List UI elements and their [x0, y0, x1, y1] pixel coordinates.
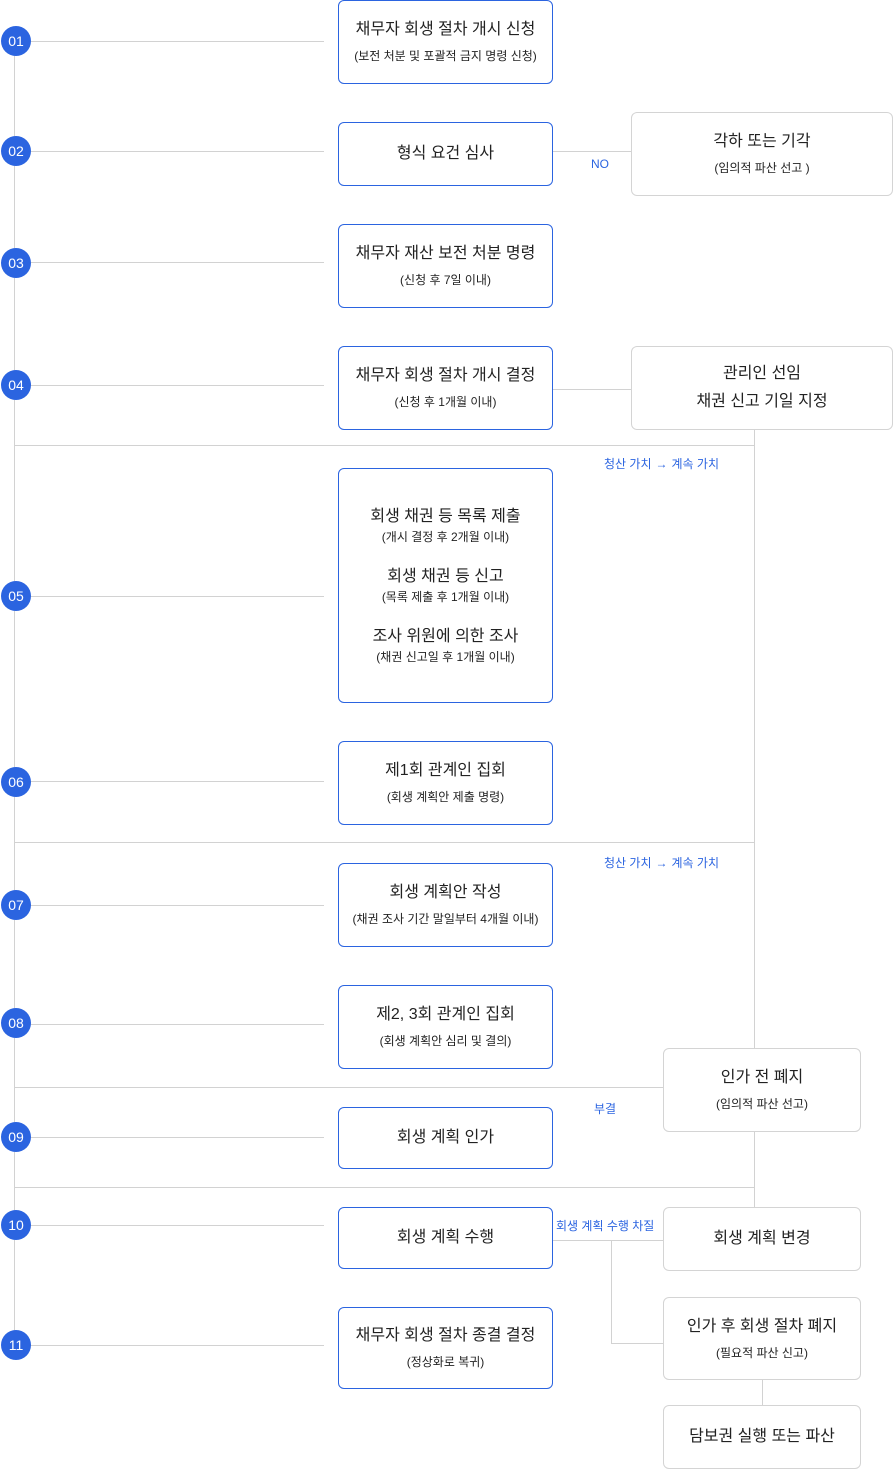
label-value-change-1: 청산 가치→계속 가치	[604, 455, 719, 472]
box-step-05: 회생 채권 등 목록 제출 (개시 결정 후 2개월 이내) 회생 채권 등 신…	[338, 468, 553, 703]
step-number-03: 03	[1, 248, 31, 278]
box-step-08-title: 제2, 3회 관계인 집회	[376, 1006, 515, 1023]
connector-09	[30, 1137, 324, 1138]
connector-04-admin	[552, 389, 631, 390]
connector-10-change	[552, 1240, 664, 1241]
box-step-07: 회생 계획안 작성 (채권 조사 기간 말일부터 4개월 이내)	[338, 863, 553, 947]
step-number-02: 02	[1, 136, 31, 166]
box-step-05-item-1: 회생 채권 등 목록 제출 (개시 결정 후 2개월 이내)	[370, 506, 520, 546]
connector-06	[30, 781, 324, 782]
connector-10-abort-vertical	[611, 1240, 612, 1344]
box-step-05-item-3: 조사 위원에 의한 조사 (채권 신고일 후 1개월 이내)	[373, 626, 519, 666]
box-abolish-before-approval: 인가 전 폐지 (임의적 파산 선고)	[663, 1048, 861, 1132]
connector-08	[30, 1024, 324, 1025]
label-value-change-1-to: 계속 가치	[671, 457, 720, 471]
step-number-08: 08	[1, 1008, 31, 1038]
arrow-right-icon: →	[655, 856, 668, 870]
separator-after-08	[14, 1087, 664, 1088]
box-step-01-subtitle: (보전 처분 및 포괄적 금지 명령 신청)	[354, 49, 537, 63]
box-step-10: 회생 계획 수행	[338, 1207, 553, 1269]
box-step-03-title: 채무자 재산 보전 처분 명령	[355, 245, 536, 262]
box-abolish-title: 인가 전 폐지	[720, 1069, 804, 1086]
box-abort-title: 인가 후 회생 절차 폐지	[686, 1317, 838, 1335]
label-plan-breach: 회생 계획 수행 차질	[556, 1219, 655, 1233]
label-value-change-2-to: 계속 가치	[671, 856, 720, 870]
box-step-05-item-3-subtitle: (채권 신고일 후 1개월 이내)	[376, 649, 515, 664]
step-number-06: 06	[1, 767, 31, 797]
step-number-05: 05	[1, 581, 31, 611]
box-step-09-title: 회생 계획 인가	[396, 1129, 495, 1146]
box-step-02-title: 형식 요건 심사	[396, 145, 495, 162]
box-step-02: 형식 요건 심사	[338, 122, 553, 186]
step-number-01: 01	[1, 26, 31, 56]
box-step-11-title: 채무자 회생 절차 종결 결정	[355, 1327, 536, 1344]
box-step-05-item-2-subtitle: (목록 제출 후 1개월 이내)	[381, 589, 510, 604]
connector-04	[30, 385, 324, 386]
connector-10-abort-horizontal	[611, 1343, 664, 1344]
box-step-11-subtitle: (정상화로 복귀)	[406, 1355, 485, 1369]
box-admin-line1: 관리인 선임	[722, 365, 802, 382]
label-no: NO	[591, 157, 609, 171]
box-bankruptcy-title: 담보권 실행 또는 파산	[689, 1428, 835, 1445]
step-number-11: 11	[1, 1330, 31, 1360]
box-abolish-subtitle: (임의적 파산 선고)	[716, 1097, 808, 1111]
box-step-03: 채무자 재산 보전 처분 명령 (신청 후 7일 이내)	[338, 224, 553, 308]
box-step-11: 채무자 회생 절차 종결 결정 (정상화로 복귀)	[338, 1307, 553, 1389]
step-number-09: 09	[1, 1122, 31, 1152]
connector-abort-bankrupt	[762, 1379, 763, 1406]
connector-10	[30, 1225, 324, 1226]
label-rejected: 부결	[594, 1102, 617, 1116]
box-reject: 각하 또는 기각 (임의적 파산 선고 )	[631, 112, 893, 196]
right-vertical-line	[754, 430, 755, 1207]
box-step-09: 회생 계획 인가	[338, 1107, 553, 1169]
box-step-07-subtitle: (채권 조사 기간 말일부터 4개월 이내)	[352, 912, 539, 926]
connector-02-reject	[552, 151, 631, 152]
box-step-05-item-2: 회생 채권 등 신고 (목록 제출 후 1개월 이내)	[382, 566, 509, 606]
box-step-03-subtitle: (신청 후 7일 이내)	[400, 273, 491, 287]
separator-after-04	[14, 445, 755, 446]
box-step-10-title: 회생 계획 수행	[396, 1229, 495, 1246]
box-plan-change-title: 회생 계획 변경	[713, 1230, 811, 1247]
label-value-change-2-from: 청산 가치	[604, 856, 652, 870]
connector-01	[30, 41, 324, 42]
box-step-05-item-1-title: 회생 채권 등 목록 제출	[370, 507, 521, 525]
box-plan-change: 회생 계획 변경	[663, 1207, 861, 1271]
box-step-05-item-2-title: 회생 채권 등 신고	[387, 567, 504, 585]
box-admin-line2: 채권 신고 기일 지정	[696, 393, 828, 410]
box-step-08-subtitle: (회생 계획안 심리 및 결의)	[379, 1034, 512, 1048]
connector-05	[30, 596, 324, 597]
connector-02	[30, 151, 324, 152]
box-admin-appointment: 관리인 선임 채권 신고 기일 지정	[631, 346, 893, 430]
label-value-change-2: 청산 가치→계속 가치	[604, 854, 719, 871]
box-step-06-subtitle: (회생 계획안 제출 명령)	[386, 790, 505, 804]
step-number-10: 10	[1, 1210, 31, 1240]
box-step-05-item-1-subtitle: (개시 결정 후 2개월 이내)	[381, 529, 510, 544]
box-step-04-title: 채무자 회생 절차 개시 결정	[355, 367, 536, 384]
box-step-01: 채무자 회생 절차 개시 신청 (보전 처분 및 포괄적 금지 명령 신청)	[338, 0, 553, 84]
box-step-04-subtitle: (신청 후 1개월 이내)	[394, 395, 497, 409]
separator-after-09	[14, 1187, 755, 1188]
box-step-06: 제1회 관계인 집회 (회생 계획안 제출 명령)	[338, 741, 553, 825]
connector-07	[30, 905, 324, 906]
box-abort-after-approval: 인가 후 회생 절차 폐지 (필요적 파산 신고)	[663, 1297, 861, 1380]
left-timeline	[14, 40, 15, 1346]
box-abort-subtitle: (필요적 파산 신고)	[716, 1345, 808, 1360]
box-step-08: 제2, 3회 관계인 집회 (회생 계획안 심리 및 결의)	[338, 985, 553, 1069]
step-number-04: 04	[1, 370, 31, 400]
box-bankruptcy: 담보권 실행 또는 파산	[663, 1405, 861, 1469]
box-step-05-item-3-title: 조사 위원에 의한 조사	[372, 627, 519, 645]
connector-11	[30, 1345, 324, 1346]
box-step-01-title: 채무자 회생 절차 개시 신청	[355, 21, 536, 38]
connector-03	[30, 262, 324, 263]
box-step-06-title: 제1회 관계인 집회	[385, 762, 506, 779]
step-number-07: 07	[1, 890, 31, 920]
separator-after-06	[14, 842, 755, 843]
box-step-04: 채무자 회생 절차 개시 결정 (신청 후 1개월 이내)	[338, 346, 553, 430]
arrow-right-icon: →	[655, 457, 668, 471]
label-value-change-1-from: 청산 가치	[604, 457, 652, 471]
box-reject-title: 각하 또는 기각	[713, 133, 811, 150]
box-step-07-title: 회생 계획안 작성	[389, 884, 502, 901]
box-reject-subtitle: (임의적 파산 선고 )	[714, 161, 810, 175]
